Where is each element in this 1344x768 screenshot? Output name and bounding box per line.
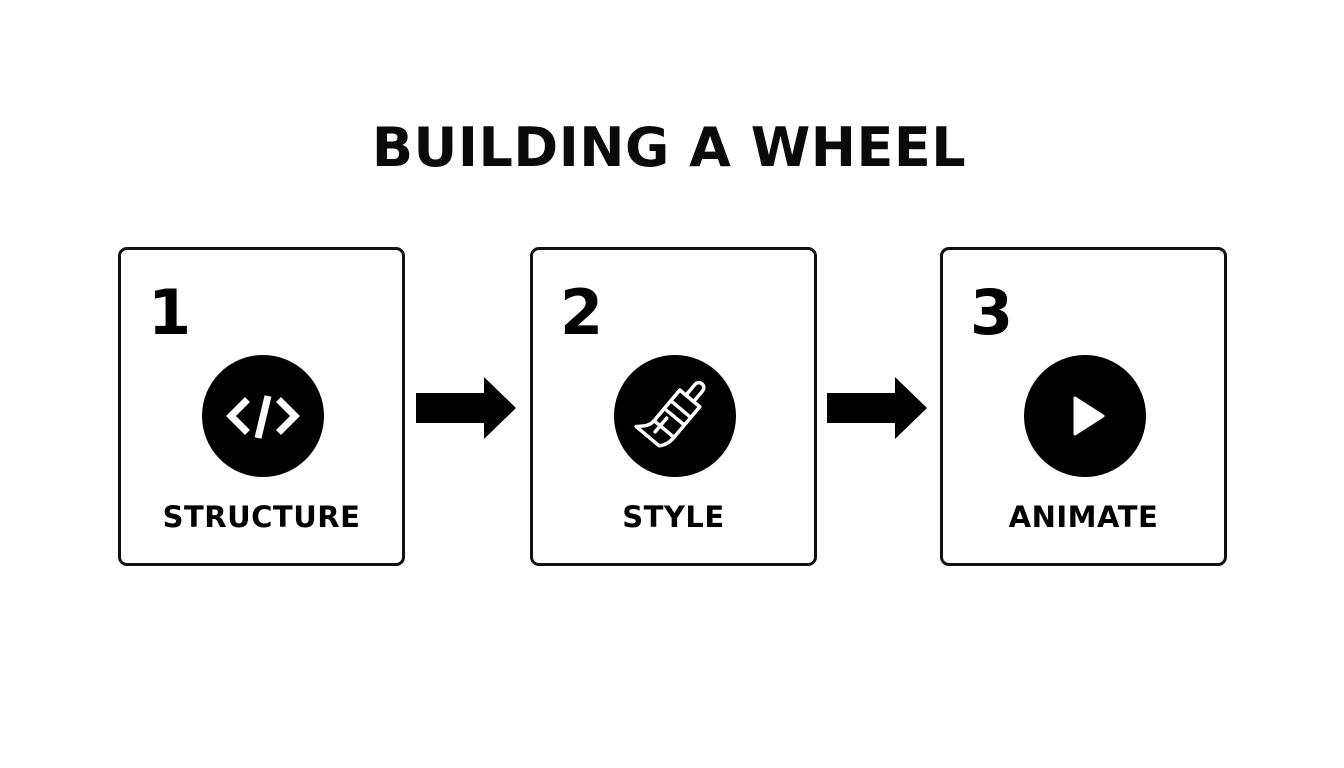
play-icon — [1024, 355, 1146, 477]
code-icon — [202, 355, 324, 477]
step-label: STYLE — [622, 500, 725, 534]
step-number: 3 — [970, 276, 1014, 349]
step-card-style: 2 STYLE — [530, 247, 817, 566]
step-number: 2 — [560, 276, 604, 349]
step-label: ANIMATE — [1008, 500, 1159, 534]
diagram-title: BUILDING A WHEEL — [371, 116, 967, 179]
paintbrush-icon — [614, 355, 736, 477]
step-card-animate: 3 ANIMATE — [940, 247, 1227, 566]
step-label: STRUCTURE — [162, 500, 361, 534]
step-number: 1 — [148, 276, 192, 349]
arrow-right-icon — [416, 377, 516, 439]
arrow-right-icon — [827, 377, 927, 439]
step-card-structure: 1 STRUCTURE — [118, 247, 405, 566]
